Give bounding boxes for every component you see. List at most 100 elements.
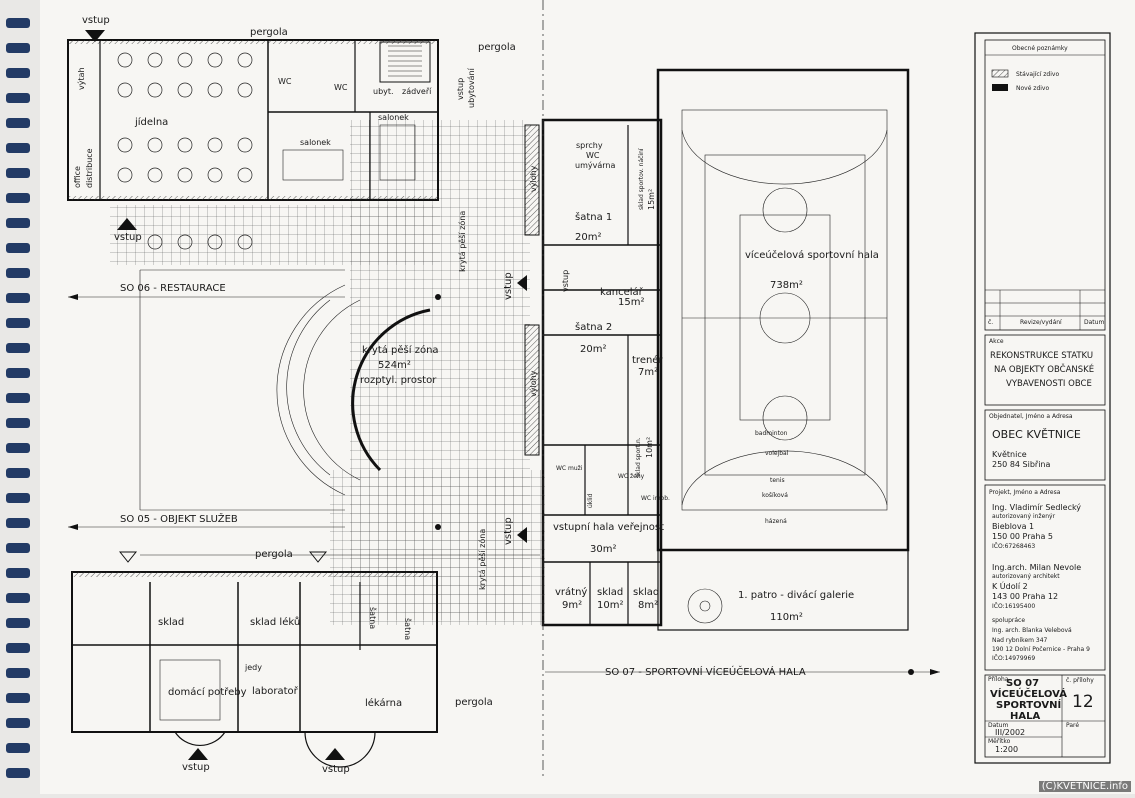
tb-scale-label: Měřítko (988, 738, 1011, 745)
binding-ring (6, 393, 30, 403)
section-so05: SO 05 - OBJEKT SLUŽEB (120, 512, 238, 525)
label-sprchy: sprchy (576, 141, 603, 150)
label-vstup: vstup (182, 762, 210, 773)
label-lekarna: lékárna (365, 697, 402, 709)
tb-akce-label: Akce (989, 338, 1004, 345)
binding-ring (6, 68, 30, 78)
dining-table (117, 52, 133, 68)
tb-designer1: Ing. Vladimír Sedlecký (992, 503, 1081, 512)
label-vstupni-hala-area: 30m² (590, 544, 616, 555)
label-wc: WC (334, 83, 348, 92)
dining-table (177, 82, 193, 98)
binding-ring (6, 518, 30, 528)
label-sklad: sklad (633, 587, 659, 598)
label-kancelar-area: 15m² (618, 297, 644, 308)
tb-designer2-role: autorizovaný architekt (992, 573, 1060, 580)
sports-hall-building (524, 68, 910, 631)
tb-designer2: Ing.arch. Milan Nevole (992, 563, 1081, 572)
section-so06: SO 06 - RESTAURACE (120, 283, 226, 294)
terrace-table (207, 234, 223, 250)
label-wc: WC (278, 77, 292, 86)
terrace-table (147, 234, 163, 250)
label-ubyt: ubyt. (373, 87, 394, 96)
label-vstup: vstup (503, 517, 514, 545)
dining-table (147, 137, 163, 153)
binding-ring (6, 118, 30, 128)
binding-ring (6, 218, 30, 228)
stair-steps (388, 45, 422, 77)
binding-ring (6, 593, 30, 603)
binding-ring (6, 18, 30, 28)
tb-designer2-addr1: K Údolí 2 (992, 580, 1028, 591)
entrance-marker (118, 551, 138, 563)
binding-ring (6, 168, 30, 178)
label-uklid: úklid (587, 493, 594, 508)
tb-rev-date: Datum (1084, 319, 1104, 326)
tb-coop-label: spolupráce (992, 617, 1025, 624)
tb-designer1-role: autorizovaný inženýr (992, 513, 1056, 520)
label-ubytovani: ubytování (467, 67, 476, 108)
label-patro-galerie: 1. patro - divácí galerie (738, 589, 854, 601)
binding-ring (6, 643, 30, 653)
label-wc-zeny: WC ženy (618, 473, 645, 480)
label-pergola: pergola (478, 42, 516, 53)
tb-drawing-l3: SPORTOVNÍ (996, 698, 1061, 711)
entrance-marker (325, 748, 345, 760)
restaurant-tables (117, 52, 253, 250)
label-pergola: pergola (255, 549, 293, 560)
label-badminton: badminton (755, 430, 788, 437)
terrace-table (177, 234, 193, 250)
tb-client-addr1: Květnice (992, 450, 1027, 459)
binding-ring (6, 668, 30, 678)
label-galerie-area: 110m² (770, 612, 803, 623)
label-zona-area: 524m² (378, 360, 411, 371)
tb-akce-l3: VYBAVENOSTI OBCE (1006, 379, 1092, 389)
tiled-pedestrian-zone (110, 120, 545, 625)
label-sklad: sklad (158, 617, 184, 628)
watermark: (C)KVETNICE.info (1038, 781, 1131, 792)
services-building (71, 571, 438, 768)
binding-ring (6, 368, 30, 378)
room-labels: vstup pergola pergola výtah WC WC ubyt. … (73, 15, 879, 775)
label-sklad: sklad (597, 587, 623, 598)
tb-designer1-addr2: 150 00 Praha 5 (992, 532, 1053, 541)
label-pergola: pergola (250, 27, 288, 38)
binding-ring (6, 43, 30, 53)
label-sklad-area: 8m² (638, 600, 658, 611)
tb-date-label: Datum (988, 722, 1008, 729)
binding-ring (6, 418, 30, 428)
tb-client-name: OBEC KVĚTNICE (992, 428, 1081, 441)
label-vylohy: výlohy (529, 165, 538, 192)
tb-designer3: Ing. arch. Blanka Velebová (992, 627, 1072, 634)
tb-pare-label: Paré (1066, 722, 1079, 729)
binding-ring (6, 468, 30, 478)
tb-scale: 1:200 (995, 745, 1018, 754)
entrance-marker (308, 551, 328, 563)
tb-priloha-label: Příloha (988, 676, 1009, 683)
label-jedy: jedy (244, 663, 262, 672)
label-kryta-pesi-zona: krytá pěší zóna (477, 529, 487, 590)
tb-legend-existing: Stávající zdivo (1016, 71, 1059, 78)
label-vstup: vstup (561, 270, 570, 292)
paper (40, 0, 1135, 794)
tb-legend-new: Nové zdivo (1016, 85, 1049, 92)
label-kryta-pesi-zona: krytá pěší zóna (362, 344, 439, 356)
tb-akce-l2: NA OBJEKTY OBČANSKÉ (994, 363, 1094, 375)
label-wc-imob: WC imob. (641, 495, 670, 502)
tb-designer3-addr2: 190 12 Dolní Počernice - Praha 9 (992, 646, 1090, 653)
dining-table (237, 137, 253, 153)
binding-ring (6, 143, 30, 153)
binding-ring (6, 743, 30, 753)
binding-ring (6, 768, 30, 778)
label-laborator: laboratoř (252, 685, 299, 697)
label-satna2-area: 20m² (580, 344, 606, 355)
label-vratny: vrátný (555, 586, 587, 598)
tb-priloha-no: 12 (1072, 692, 1094, 712)
tb-client-addr2: 250 84 Sibřina (992, 460, 1050, 469)
binding-ring (6, 293, 30, 303)
binding-ring (6, 568, 30, 578)
label-pergola: pergola (455, 697, 493, 708)
label-sklad-leku: sklad léků (250, 616, 300, 628)
